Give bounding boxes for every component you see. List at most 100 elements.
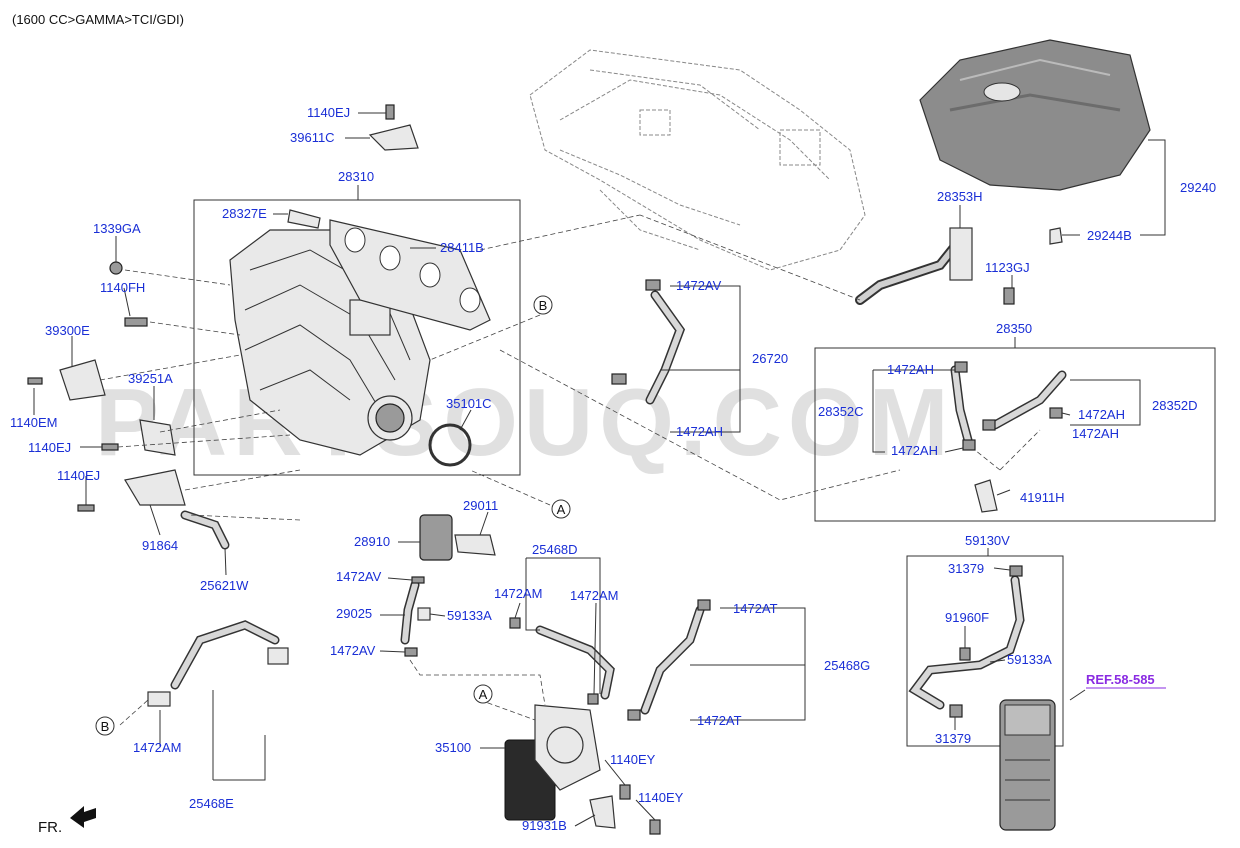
label-1472ah-1[interactable]: 1472AH xyxy=(887,362,934,377)
bolt-1140ej-mid xyxy=(101,443,119,451)
label-1140ej-mid[interactable]: 1140EJ xyxy=(28,440,71,455)
label-1472ah-3[interactable]: 1472AH xyxy=(1078,407,1125,422)
label-1472av-a[interactable]: 1472AV xyxy=(336,569,382,584)
label-1472ah-4[interactable]: 1472AH xyxy=(1072,426,1119,441)
label-26720[interactable]: 26720 xyxy=(752,351,788,366)
label-29240[interactable]: 29240 xyxy=(1180,180,1216,195)
label-28352d[interactable]: 28352D xyxy=(1152,398,1198,413)
bolt-1140em xyxy=(27,377,43,385)
label-28310[interactable]: 28310 xyxy=(338,169,374,184)
label-1472ah-2[interactable]: 1472AH xyxy=(891,443,938,458)
label-91960f[interactable]: 91960F xyxy=(945,610,989,625)
gasket-91931b xyxy=(589,795,616,829)
label-1123gj[interactable]: 1123GJ xyxy=(985,260,1030,275)
cover-grommet xyxy=(1049,227,1063,245)
label-31379-b[interactable]: 31379 xyxy=(935,731,971,746)
label-1472ah-hose[interactable]: 1472AH xyxy=(676,424,723,439)
engine-cover xyxy=(919,39,1151,191)
label-59130v[interactable]: 59130V xyxy=(965,533,1010,548)
label-1472am-c[interactable]: 1472AM xyxy=(133,740,181,755)
bracket-lower xyxy=(124,469,186,506)
bracket-39611c xyxy=(368,124,419,151)
label-29011[interactable]: 29011 xyxy=(463,498,498,513)
label-1140ey-a[interactable]: 1140EY xyxy=(610,752,656,767)
label-41911h[interactable]: 41911H xyxy=(1020,490,1065,505)
gasket-ports xyxy=(344,227,481,313)
label-35100[interactable]: 35100 xyxy=(435,740,471,755)
throttle-body-35100 xyxy=(504,704,601,821)
clamp-31379-a xyxy=(1009,565,1023,577)
throttle-gasket-ring xyxy=(428,423,472,467)
label-28327e[interactable]: 28327E xyxy=(222,206,267,221)
clamp-1472ah-3 xyxy=(1049,407,1063,419)
marker-b-bottom: B xyxy=(95,716,115,736)
label-35101c[interactable]: 35101C xyxy=(446,396,492,411)
label-1140ej-top[interactable]: 1140EJ xyxy=(307,105,350,120)
nut-1339ga xyxy=(109,261,123,275)
connector-29011 xyxy=(454,534,496,556)
bracket-39300e xyxy=(59,359,106,401)
label-28411b[interactable]: 28411B xyxy=(440,240,484,255)
label-25468g[interactable]: 25468G xyxy=(824,658,870,673)
check-valve-91960f xyxy=(959,647,971,661)
ref-label[interactable]: REF.58-585 xyxy=(1086,672,1155,687)
label-91864[interactable]: 91864 xyxy=(142,538,178,553)
label-25468d[interactable]: 25468D xyxy=(532,542,578,557)
watermark: PARTSOUQ.COM xyxy=(95,369,955,476)
label-59133a-a[interactable]: 59133A xyxy=(447,608,492,623)
label-28353h[interactable]: 28353H xyxy=(937,189,983,204)
svg-text:B: B xyxy=(539,298,548,313)
clamp-1472ah-2 xyxy=(962,439,976,451)
label-29244b[interactable]: 29244B xyxy=(1087,228,1132,243)
svg-text:B: B xyxy=(101,719,110,734)
label-1339ga[interactable]: 1339GA xyxy=(93,221,141,236)
label-28910[interactable]: 28910 xyxy=(354,534,390,549)
label-1472at-a[interactable]: 1472AT xyxy=(733,601,778,616)
label-28350[interactable]: 28350 xyxy=(996,321,1032,336)
front-indicator-label: FR. xyxy=(38,819,62,836)
vacuum-pump xyxy=(999,699,1056,831)
bracket-39251a xyxy=(139,419,176,456)
marker-a-bottom: A xyxy=(473,684,493,704)
label-31379-a[interactable]: 31379 xyxy=(948,561,984,576)
label-39300e[interactable]: 39300E xyxy=(45,323,90,338)
clamp-1472ah-1 xyxy=(954,361,968,373)
label-59133a-b[interactable]: 59133A xyxy=(1007,652,1052,667)
label-28352c[interactable]: 28352C xyxy=(818,404,864,419)
front-arrow-icon xyxy=(70,806,96,828)
valve-28910 xyxy=(419,514,453,561)
label-39251a[interactable]: 39251A xyxy=(128,371,173,386)
label-91931b[interactable]: 91931B xyxy=(522,818,567,833)
engine-block-outline xyxy=(529,49,866,271)
intake-manifold-box xyxy=(193,199,521,476)
label-25468e[interactable]: 25468E xyxy=(189,796,234,811)
label-1472am-b[interactable]: 1472AM xyxy=(570,588,618,603)
bolt-1140ey-a xyxy=(619,784,631,800)
label-1140ey-b[interactable]: 1140EY xyxy=(638,790,684,805)
diagram-title: (1600 CC>GAMMA>TCI/GDI) xyxy=(12,12,184,27)
label-1140ej-low[interactable]: 1140EJ xyxy=(57,468,100,483)
label-29025[interactable]: 29025 xyxy=(336,606,372,621)
clamp-1472am-b xyxy=(587,693,599,705)
label-1472at-b[interactable]: 1472AT xyxy=(697,713,742,728)
assembly-lines xyxy=(99,214,1041,726)
label-39611c[interactable]: 39611C xyxy=(290,130,335,145)
manifold-gasket xyxy=(329,219,491,331)
connector-25468e xyxy=(267,647,289,665)
clamp-1472am-a xyxy=(509,617,521,629)
marker-a-right: A xyxy=(551,499,571,519)
label-1140em[interactable]: 1140EM xyxy=(10,415,57,430)
label-1472av-top[interactable]: 1472AV xyxy=(676,278,722,293)
clamp-1472at-b xyxy=(627,709,641,721)
clamp-1472av-top xyxy=(645,279,661,291)
label-1472am-a[interactable]: 1472AM xyxy=(494,586,542,601)
clamp-1472av-b xyxy=(404,647,418,657)
clamp-1472at-a xyxy=(697,599,711,611)
label-1140fh[interactable]: 1140FH xyxy=(100,280,145,295)
label-25621w[interactable]: 25621W xyxy=(200,578,249,593)
part-labels: 1140EJ 39611C 28310 28327E 28411B 1339GA… xyxy=(10,105,1216,833)
label-1472av-b[interactable]: 1472AV xyxy=(330,643,376,658)
clamp-1472am-c xyxy=(147,691,171,707)
connector-41911h xyxy=(974,479,998,513)
